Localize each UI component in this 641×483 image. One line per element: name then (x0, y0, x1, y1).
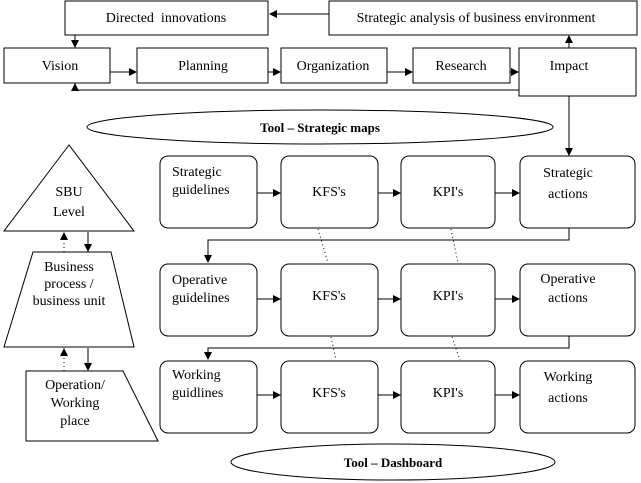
dotted-kpi-link-2 (451, 336, 461, 361)
operative-kpi-label: KPI's (433, 289, 464, 304)
research-label: Research (435, 59, 486, 74)
strategic-guidelines-box (159, 155, 258, 229)
dotted-kpi-link-1 (450, 228, 459, 264)
strategic-kfs-box (280, 155, 379, 229)
sbu-level-triangle (2, 144, 136, 232)
business-process-trapezoid (3, 251, 135, 348)
arrow-strategic-to-operative (204, 228, 570, 263)
working-kpi-label: KPI's (433, 386, 464, 401)
operative-actions-line-2: actions (548, 291, 588, 306)
operation-working-place-shape (25, 370, 159, 442)
working-guidelines-line-1: Working (172, 368, 221, 383)
operative-guidelines-line-2: guidelines (172, 291, 230, 306)
vision-label: Vision (42, 59, 79, 74)
research-box (412, 47, 511, 84)
strategic-maps-ellipse (86, 109, 554, 145)
arrow-operative-to-working (204, 336, 570, 360)
sbu-level-line-1: SBU (55, 185, 82, 200)
strategic-guidelines-line-1: Strategic (172, 165, 222, 180)
impact-label: Impact (550, 59, 589, 74)
working-kpi-box (400, 360, 496, 434)
operative-actions-line-1: Operative (540, 272, 595, 287)
working-kfs-box (280, 360, 379, 434)
working-guidelines-box (159, 360, 258, 434)
strategic-analysis-box (328, 0, 638, 36)
strategic-actions-box (519, 155, 636, 229)
dashboard-ellipse (230, 443, 556, 481)
organization-label: Organization (297, 59, 370, 74)
strategic-maps-label: Tool – Strategic maps (260, 120, 380, 135)
business-process-line-1: Business (44, 260, 94, 275)
operative-actions-box (519, 263, 636, 337)
directed-innovations-label: Directed innovations (106, 11, 227, 26)
dotted-kfs-link-1 (317, 228, 329, 264)
arrow-impact-feedback-to-vision (71, 83, 519, 91)
dashboard-label: Tool – Dashboard (344, 455, 443, 470)
strategic-actions-line-2: actions (548, 187, 588, 202)
operative-guidelines-line-1: Operative (172, 273, 227, 288)
arrowhead-up-sbu (60, 232, 68, 240)
working-kfs-label: KFS's (312, 386, 346, 401)
operative-guidelines-box (159, 263, 258, 337)
vision-box (3, 47, 111, 84)
strategic-kfs-label: KFS's (312, 185, 346, 200)
working-actions-box (519, 360, 636, 434)
planning-label: Planning (178, 59, 228, 74)
strategic-guidelines-line-2: guidelines (172, 183, 230, 198)
operative-kfs-box (280, 263, 379, 337)
business-process-line-3: business unit (33, 294, 106, 309)
working-guidelines-line-2: guidlines (172, 386, 223, 401)
planning-box (136, 47, 269, 84)
operation-line-2: Working (51, 396, 100, 411)
impact-box (518, 47, 637, 97)
directed-innovations-box (64, 0, 269, 36)
working-actions-line-2: actions (548, 391, 588, 406)
strategic-kpi-box (400, 155, 496, 229)
working-actions-line-1: Working (544, 370, 593, 385)
strategic-actions-line-1: Strategic (543, 166, 593, 181)
operation-line-1: Operation/ (45, 378, 105, 393)
arrowhead-up-business (60, 348, 68, 356)
operative-kpi-box (400, 263, 496, 337)
business-process-line-2: process / (44, 277, 93, 292)
operation-line-3: place (60, 414, 90, 429)
strategic-kpi-label: KPI's (433, 185, 464, 200)
organization-box (280, 47, 388, 84)
strategic-analysis-label: Strategic analysis of business environme… (357, 11, 596, 26)
operative-kfs-label: KFS's (312, 289, 346, 304)
sbu-level-line-2: Level (53, 205, 85, 220)
